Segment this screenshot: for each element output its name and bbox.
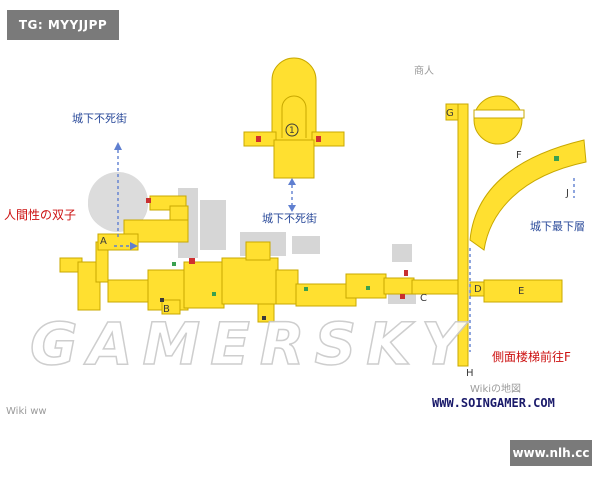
background-circle (88, 172, 148, 232)
corner-watermark: www.nlh.cc (510, 440, 592, 466)
marker-h: H (466, 368, 474, 379)
tower-door-left (256, 136, 261, 142)
marker-j: J (565, 188, 569, 199)
main-corridor (59, 241, 563, 323)
label-castle-street-top: 城下不死街 (72, 112, 127, 125)
label-side-stairs: 側面楼梯前往F (492, 350, 571, 364)
label-castle-street-mid: 城下不死街 (262, 212, 317, 225)
tower-door-right (316, 136, 321, 142)
small-items (146, 156, 559, 320)
label-bottom-left-faded: Wiki ww (6, 406, 47, 417)
marker-d: D (474, 284, 482, 295)
marker-g: G (446, 108, 454, 119)
label-bottom-mid-faded: Wikiの地図 (470, 384, 522, 395)
gamersky-watermark: GAMERSKY (29, 309, 474, 379)
marker-1: 1 (289, 126, 295, 136)
marker-1-ring (285, 123, 299, 137)
site-watermark: WWW.SOINGAMER.COM (432, 396, 555, 410)
arrow-heads (114, 142, 296, 250)
marker-b: B (163, 304, 170, 315)
label-lower-undead-burg: 城下最下層 (530, 220, 585, 233)
right-tower (445, 95, 523, 367)
label-top-right-faded: 商人 (414, 66, 434, 77)
circle-bar (473, 109, 525, 119)
marker-c: C (420, 293, 427, 304)
marker-e: E (518, 286, 524, 297)
marker-f: F (516, 150, 522, 161)
label-twin-humanity: 人間性の双子 (4, 208, 77, 222)
marker-a: A (100, 236, 107, 247)
map-markers: A B C D E F G H J 1 (100, 108, 569, 379)
navigation-arrows (114, 150, 575, 352)
curved-bridge (469, 139, 587, 251)
corner-tag: TG: MYYJJPP (7, 10, 119, 40)
top-tower-details (281, 95, 307, 138)
top-tower (243, 57, 345, 179)
